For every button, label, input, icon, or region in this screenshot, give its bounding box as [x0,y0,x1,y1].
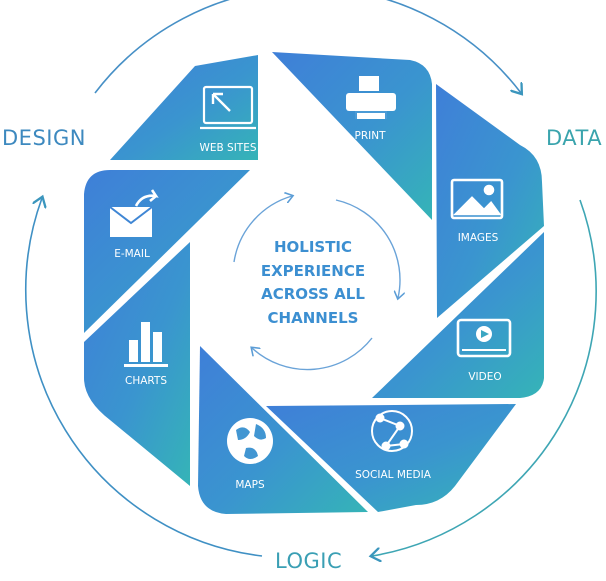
envelope-icon [109,189,159,237]
segment-print[interactable] [272,52,432,220]
center-line-2: EXPERIENCE [260,261,366,280]
social-network-globe-icon [371,410,413,452]
segment-web-sites[interactable] [110,55,258,160]
center-caption: HOLISTIC EXPERIENCE ACROSS ALL CHANNELS [238,236,388,330]
segment-social-media[interactable] [266,404,516,512]
label-maps: MAPS [235,479,265,491]
monitor-cursor-icon [200,85,256,130]
inner-cycle-arrows [233,196,400,371]
center-line-1: HOLISTIC [273,238,353,256]
label-print: PRINT [355,130,387,142]
printer-icon [346,76,396,119]
label-e-mail: E-MAIL [114,248,150,260]
label-charts: CHARTS [125,375,167,387]
design-label: DESIGN [2,126,86,150]
logic-label: LOGIC [275,549,343,573]
outer-arc-left [24,198,263,557]
segments [84,52,544,514]
bar-chart-icon [124,322,168,367]
globe-icon [227,418,273,464]
center-line-4: CHANNELS [267,308,359,327]
label-social-media: SOCIAL MEDIA [355,469,432,481]
picture-icon [450,178,504,220]
segment-maps[interactable] [198,346,368,514]
outer-arc-top [94,0,521,93]
segment-images[interactable] [436,84,544,318]
label-images: IMAGES [458,232,499,244]
center-line-3: ACROSS ALL [261,285,365,303]
label-web-sites: WEB SITES [199,142,256,154]
video-player-icon [456,318,512,358]
label-video: VIDEO [468,371,501,383]
data-label: DATA [546,126,603,150]
outer-arc-right [372,199,597,556]
